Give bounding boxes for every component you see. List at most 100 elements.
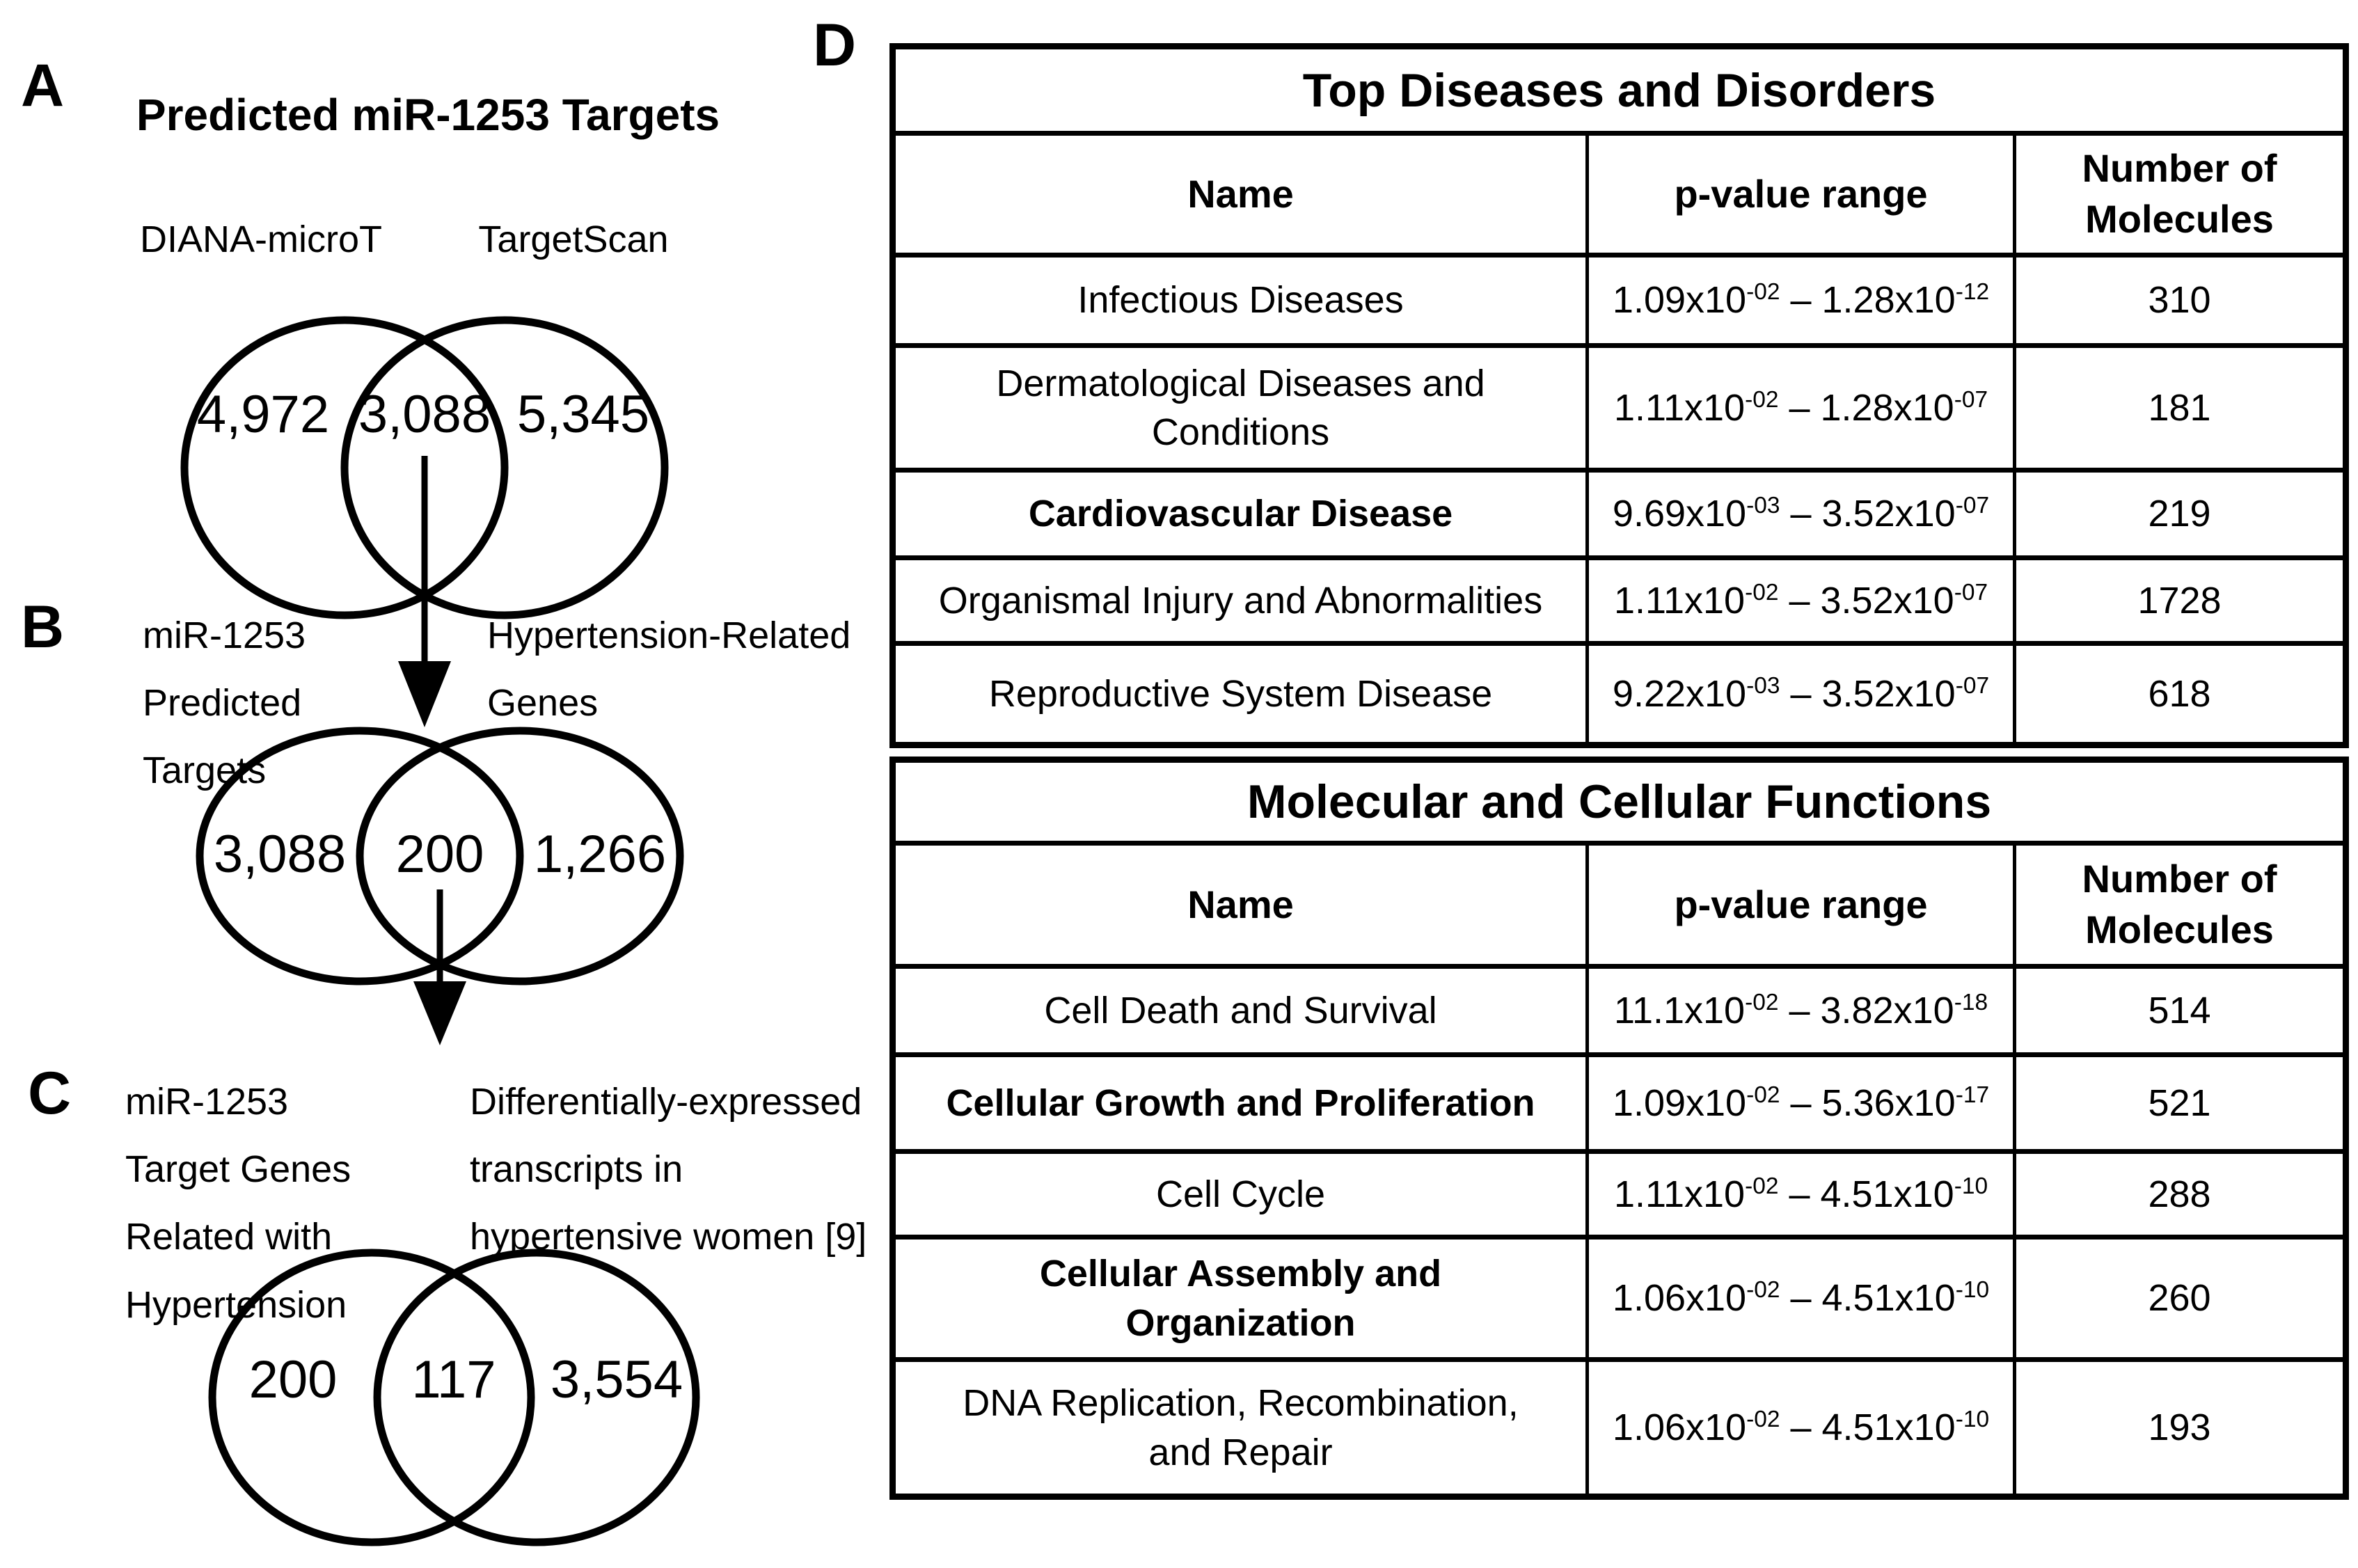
column-header-pvalue: p-value range	[1585, 131, 2016, 258]
venn-b-intersection-count: 200	[395, 825, 484, 884]
molecule-count: 193	[2013, 1357, 2348, 1499]
panel-d-letter: D	[813, 12, 857, 79]
table-row: Cell Death and Survival 11.1x10-02 – 3.8…	[891, 964, 2348, 1057]
table-title: Molecular and Cellular Functions	[891, 757, 2348, 846]
table-row: Infectious Diseases 1.09x10-02 – 1.28x10…	[891, 253, 2348, 348]
molecule-count: 514	[2013, 964, 2348, 1057]
venn-b-right-count: 1,266	[533, 825, 667, 884]
pvalue-range: 11.1x10-02 – 3.82x10-18	[1585, 964, 2016, 1057]
arrow-a-to-b-head	[398, 661, 451, 727]
arrow-b-to-c-head	[413, 981, 466, 1045]
venn-a-left-count: 4,972	[196, 385, 330, 444]
venn-c-right-set-label: Differentially-expressed transcripts in …	[470, 1081, 867, 1258]
pvalue-separator: –	[1780, 672, 1822, 715]
pvalue-min-exponent: -18	[1954, 989, 1988, 1015]
table-header-row: Name p-value range Number of Molecules	[891, 131, 2348, 258]
pvalue-min-exponent: -17	[1955, 1082, 1990, 1108]
pvalue-min-exponent: -07	[1955, 493, 1990, 519]
pvalue-min-exponent: -07	[1954, 386, 1988, 413]
molecule-count: 521	[2013, 1052, 2348, 1154]
pvalue-separator: –	[1780, 279, 1822, 322]
pvalue-max: 1.06x10	[1612, 1407, 1747, 1449]
table-row: Cell Cycle 1.11x10-02 – 4.51x10-10 288	[891, 1149, 2348, 1240]
table-row: Cellular Assembly and Organization 1.06x…	[891, 1235, 2348, 1362]
pvalue-min: 1.28x10	[1821, 279, 1956, 322]
pvalue-max-exponent: -02	[1745, 579, 1779, 605]
pvalue-min: 3.52x10	[1820, 579, 1954, 621]
pvalue-range: 1.06x10-02 – 4.51x10-10	[1585, 1357, 2016, 1499]
venn-c-left-set-label: miR-1253 Target Genes Related with Hyper…	[125, 1081, 351, 1326]
pvalue-max-exponent: -02	[1746, 1277, 1780, 1304]
pvalue-range: 9.22x10-03 – 3.52x10-07	[1585, 641, 2016, 747]
table-row: Organismal Injury and Abnormalities 1.11…	[891, 555, 2348, 646]
disease-name: Cardiovascular Disease	[891, 468, 1589, 560]
pvalue-min-exponent: -10	[1955, 1277, 1990, 1304]
pvalue-range: 1.11x10-02 – 4.51x10-10	[1585, 1149, 2016, 1240]
pvalue-min-exponent: -10	[1954, 1173, 1988, 1199]
pvalue-max: 1.06x10	[1612, 1277, 1747, 1320]
pvalue-separator: –	[1778, 579, 1821, 621]
table-row: Reproductive System Disease 9.22x10-03 –…	[891, 641, 2348, 747]
pvalue-min: 3.52x10	[1821, 493, 1956, 535]
pvalue-max: 1.11x10	[1613, 386, 1746, 429]
venn-c-right-ellipse	[373, 1249, 700, 1546]
pvalue-min: 3.82x10	[1820, 989, 1954, 1031]
panel-a-title: Predicted miR-1253 Targets	[136, 90, 720, 140]
function-name: Cell Death and Survival	[891, 964, 1589, 1057]
pvalue-range: 1.06x10-02 – 4.51x10-10	[1585, 1235, 2016, 1362]
table-row: DNA Replication, Recombination, and Repa…	[891, 1357, 2348, 1499]
table-row: Cellular Growth and Proliferation 1.09x1…	[891, 1052, 2348, 1154]
function-name: DNA Replication, Recombination, and Repa…	[891, 1357, 1589, 1499]
molecular-functions-table: Molecular and Cellular Functions Name p-…	[889, 757, 2349, 1500]
column-header-name: Name	[891, 131, 1589, 258]
pvalue-range: 9.69x10-03 – 3.52x10-07	[1585, 468, 2016, 560]
pvalue-max: 11.1x10	[1613, 989, 1746, 1031]
disease-name: Organismal Injury and Abnormalities	[891, 555, 1589, 646]
pvalue-separator: –	[1778, 989, 1821, 1031]
panel-a-letter: A	[21, 52, 65, 119]
column-header-pvalue: p-value range	[1585, 841, 2016, 969]
pvalue-min: 1.28x10	[1820, 386, 1954, 429]
column-header-molecules: Number of Molecules	[2013, 841, 2348, 969]
pvalue-separator: –	[1780, 1277, 1822, 1320]
venn-c-right-count: 3,554	[550, 1350, 683, 1409]
disease-name: Infectious Diseases	[891, 253, 1589, 348]
venn-a-left-ellipse	[180, 316, 509, 619]
pvalue-max-exponent: -02	[1746, 1407, 1780, 1433]
venn-a-right-count: 5,345	[516, 385, 650, 444]
pvalue-min: 4.51x10	[1821, 1277, 1956, 1320]
pvalue-max-exponent: -02	[1745, 989, 1779, 1015]
venn-a-left-set-label: DIANA-microT	[140, 219, 382, 260]
pvalue-separator: –	[1778, 1173, 1821, 1215]
disease-name: Reproductive System Disease	[891, 641, 1589, 747]
pvalue-max-exponent: -02	[1745, 386, 1779, 413]
pvalue-min: 4.51x10	[1820, 1173, 1954, 1215]
pvalue-separator: –	[1780, 1407, 1822, 1449]
molecule-count: 181	[2012, 343, 2348, 473]
pvalue-min: 4.51x10	[1821, 1407, 1956, 1449]
column-header-molecules: Number of Molecules	[2012, 131, 2348, 258]
molecule-count: 310	[2012, 253, 2348, 348]
pvalue-range: 1.09x10-02 – 5.36x10-17	[1585, 1052, 2016, 1154]
panel-b-letter: B	[21, 594, 65, 660]
pvalue-max: 1.09x10	[1612, 1082, 1747, 1124]
top-diseases-table: Top Diseases and Disorders Name p-value …	[889, 43, 2350, 748]
venn-c-intersection-count: 117	[411, 1350, 496, 1409]
pvalue-max-exponent: -02	[1746, 1082, 1780, 1108]
venn-b-right-ellipse	[356, 727, 684, 985]
pvalue-min: 3.52x10	[1821, 672, 1956, 715]
table-header-row: Name p-value range Number of Molecules	[891, 841, 2348, 969]
venn-c-left-ellipse	[208, 1249, 535, 1546]
pvalue-separator: –	[1780, 493, 1822, 535]
table-title-row: Molecular and Cellular Functions	[891, 757, 2348, 846]
pvalue-max: 1.11x10	[1613, 1173, 1746, 1215]
table-title-row: Top Diseases and Disorders	[890, 44, 2348, 136]
pvalue-max-exponent: -02	[1746, 279, 1780, 306]
molecule-count: 260	[2013, 1235, 2348, 1362]
pvalue-max-exponent: -02	[1745, 1173, 1779, 1199]
pvalue-min-exponent: -07	[1955, 672, 1990, 699]
function-name: Cell Cycle	[891, 1149, 1589, 1240]
molecule-count: 1728	[2012, 555, 2348, 646]
venn-c-left-count: 200	[248, 1350, 338, 1409]
